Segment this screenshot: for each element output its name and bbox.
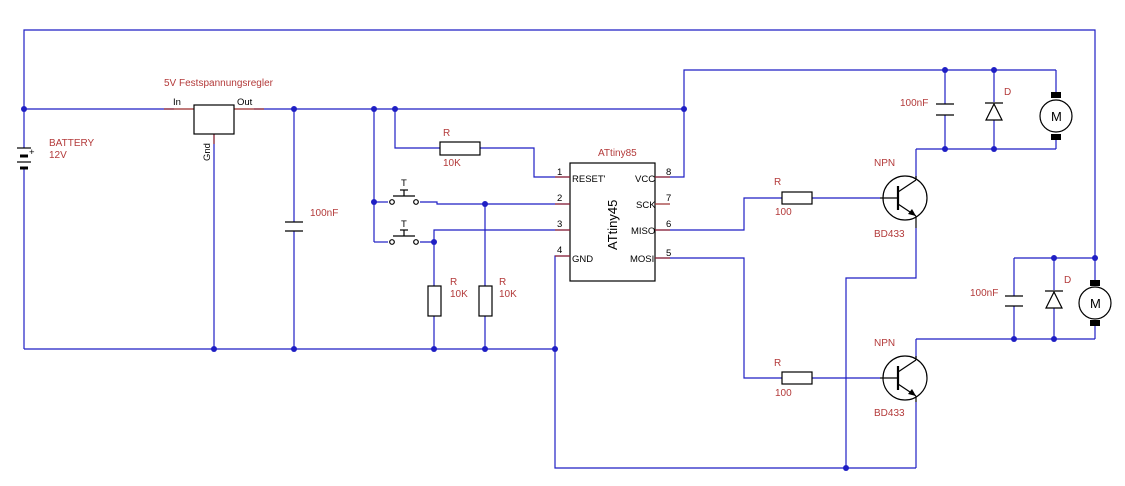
push-button-1-label: T xyxy=(401,178,407,189)
resistor-pulldown-2-name: R xyxy=(499,277,506,288)
push-button-2-label: T xyxy=(401,219,407,230)
push-button-2 xyxy=(388,229,420,245)
mcu-body-label: ATtiny45 xyxy=(605,200,620,250)
mcu-pin-4-num: 4 xyxy=(557,245,562,256)
mcu-label: ATtiny85 xyxy=(598,148,637,159)
mcu-pin-8-name: VCC xyxy=(635,174,655,185)
mcu-pin-6-num: 6 xyxy=(666,219,671,230)
regulator-out-label: Out xyxy=(237,97,253,108)
mcu-pin-7-num: 7 xyxy=(666,193,671,204)
mcu-pin-5-num: 5 xyxy=(666,248,671,259)
regulator-in-label: In xyxy=(173,97,181,108)
capacitor-motor-1 xyxy=(936,103,954,116)
microcontroller xyxy=(555,162,670,282)
battery-voltage: 12V xyxy=(49,150,67,161)
transistor-1-type: NPN xyxy=(874,158,895,169)
battery-name: BATTERY xyxy=(49,138,95,149)
resistor-reset xyxy=(439,141,481,156)
mcu-pin-8-num: 8 xyxy=(666,167,671,178)
voltage-regulator xyxy=(164,104,264,144)
mcu-pin-6-name: MISO xyxy=(631,226,655,237)
battery-symbol: + xyxy=(17,147,35,170)
transistor-2 xyxy=(880,355,928,402)
capacitor-motor-2 xyxy=(1005,295,1023,307)
diode-2-label: D xyxy=(1064,275,1071,286)
push-button-1 xyxy=(388,189,420,205)
capacitor-regulator-value: 100nF xyxy=(310,208,338,219)
transistor-1-part: BD433 xyxy=(874,229,905,240)
motor-2-label: M xyxy=(1090,296,1101,311)
mcu-pin-1-name: RESET' xyxy=(572,174,606,185)
resistor-pulldown-2-value: 10K xyxy=(499,289,517,300)
resistor-pulldown-1-name: R xyxy=(450,277,457,288)
mcu-pin-4-name: GND xyxy=(572,254,593,265)
mcu-pin-7-name: SCK xyxy=(636,200,656,211)
resistor-base-2-name: R xyxy=(774,358,781,369)
resistor-base-1-name: R xyxy=(774,177,781,188)
resistor-reset-value: 10K xyxy=(443,158,461,169)
junctions xyxy=(21,67,1098,471)
resistor-reset-name: R xyxy=(443,128,450,139)
mcu-pin-3-num: 3 xyxy=(557,219,562,230)
resistor-base-1 xyxy=(781,191,813,205)
capacitor-regulator xyxy=(285,221,303,232)
resistor-base-2 xyxy=(781,371,813,385)
transistor-1 xyxy=(880,175,928,228)
regulator-label: 5V Festspannungsregler xyxy=(164,78,274,89)
resistor-base-1-value: 100 xyxy=(775,207,792,218)
resistor-pulldown-1 xyxy=(427,285,442,317)
regulator-gnd-label: Gnd xyxy=(202,143,213,161)
diode-1-label: D xyxy=(1004,87,1011,98)
transistor-2-part: BD433 xyxy=(874,408,905,419)
transistor-2-type: NPN xyxy=(874,338,895,349)
resistor-pulldown-2 xyxy=(478,285,493,317)
capacitor-motor-2-value: 100nF xyxy=(970,288,998,299)
resistor-pulldown-1-value: 10K xyxy=(450,289,468,300)
diode-1 xyxy=(985,102,1003,121)
diode-2 xyxy=(1045,290,1063,309)
motor-2: M xyxy=(1078,280,1112,326)
resistor-base-2-value: 100 xyxy=(775,388,792,399)
mcu-pin-1-num: 1 xyxy=(557,167,562,178)
motor-1-label: M xyxy=(1051,109,1062,124)
battery-plus: + xyxy=(29,147,35,158)
mcu-pin-5-name: MOSI xyxy=(630,254,654,265)
motor-1: M xyxy=(1039,92,1073,140)
mcu-pin-2-num: 2 xyxy=(557,193,562,204)
capacitor-motor-1-value: 100nF xyxy=(900,98,928,109)
